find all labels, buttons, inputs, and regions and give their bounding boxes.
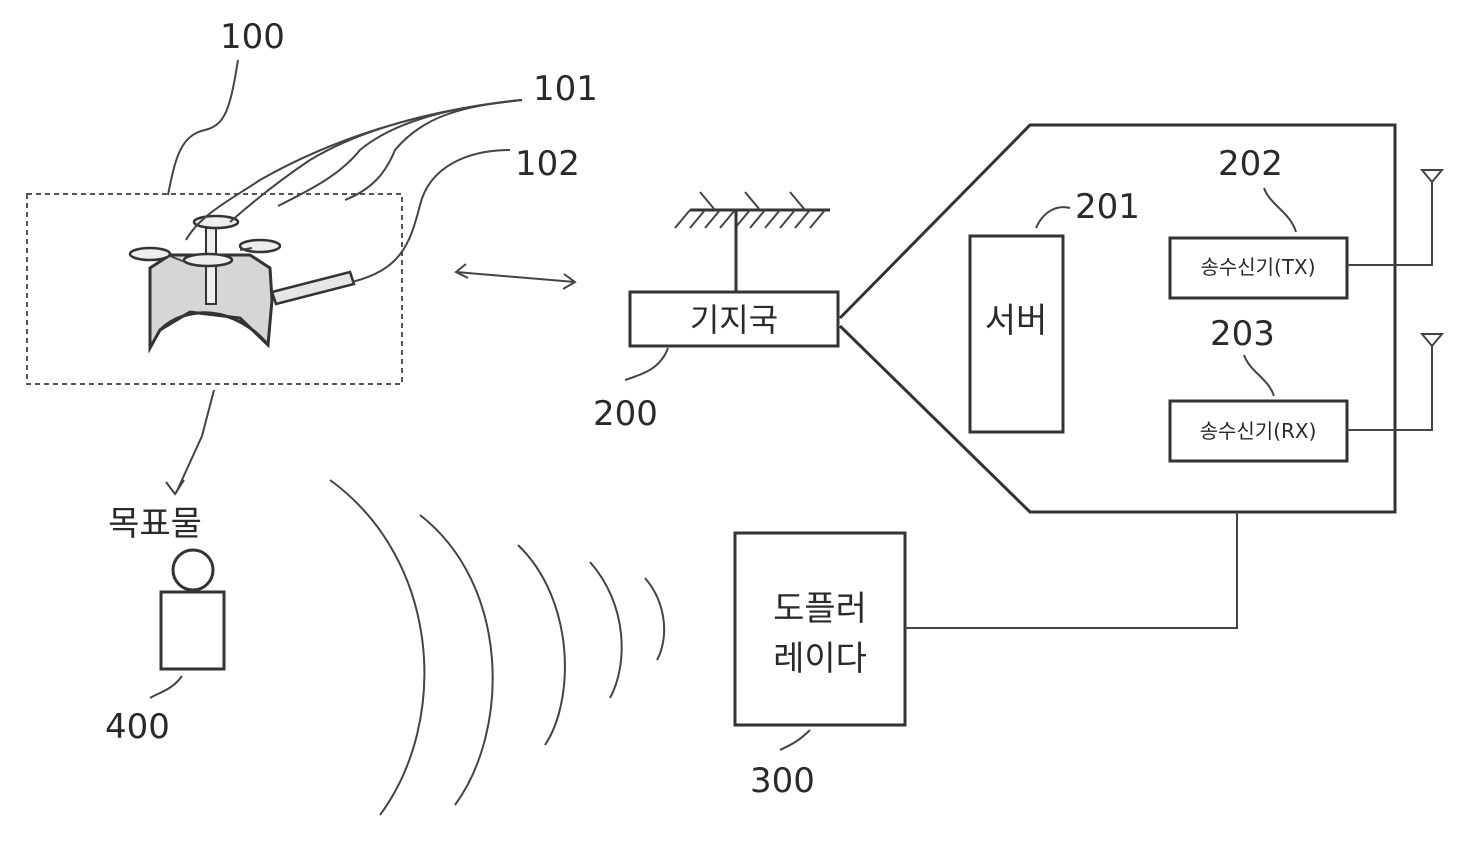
doppler-radar-label-line2: 레이다 bbox=[773, 639, 867, 679]
ref-102: 102 bbox=[515, 144, 580, 184]
target-figure: 목표물 bbox=[108, 504, 226, 699]
radar-waves bbox=[329, 479, 666, 816]
server-label: 서버 bbox=[985, 301, 1048, 341]
bidirectional-arrow bbox=[454, 263, 577, 290]
server-box bbox=[968, 234, 1065, 434]
drone-arm bbox=[270, 270, 356, 306]
doppler-radar: 도플러 레이다 bbox=[733, 512, 1238, 751]
target-body bbox=[159, 590, 226, 671]
drone-illustration bbox=[26, 193, 403, 385]
doppler-radar-label-line1: 도플러 bbox=[773, 589, 867, 629]
radar-server-link bbox=[905, 512, 1238, 629]
ref-300: 300 bbox=[750, 761, 815, 801]
target-label: 목표물 bbox=[108, 504, 202, 544]
ref-200: 200 bbox=[593, 394, 658, 434]
leader-lines-drone bbox=[165, 59, 523, 496]
transceiver-tx-box bbox=[1168, 236, 1349, 300]
propeller-group bbox=[128, 214, 282, 268]
antenna-rx-line bbox=[1347, 344, 1433, 431]
ref-100: 100 bbox=[220, 17, 285, 57]
base-station-antenna-hatch bbox=[674, 191, 826, 229]
base-station-label: 기지국 bbox=[690, 301, 778, 339]
base-station-box bbox=[628, 290, 840, 348]
transceiver-tx-label: 송수신기(TX) bbox=[1200, 255, 1315, 279]
transceiver-rx-box bbox=[1168, 399, 1349, 463]
drone-body-inner bbox=[158, 311, 270, 346]
propeller-center bbox=[182, 252, 234, 268]
ref-202: 202 bbox=[1218, 144, 1283, 184]
ref-201: 201 bbox=[1075, 187, 1140, 227]
doppler-radar-box bbox=[733, 531, 907, 727]
propeller-top bbox=[192, 214, 240, 230]
base-station: 기지국 bbox=[624, 191, 840, 381]
antenna-tx-line bbox=[1347, 180, 1433, 266]
drone-dashed-frame bbox=[26, 193, 403, 385]
antenna-rx-icon bbox=[1419, 333, 1445, 348]
transceiver-rx-label: 송수신기(RX) bbox=[1200, 419, 1317, 443]
propeller-right bbox=[238, 238, 282, 254]
ref-203: 203 bbox=[1210, 314, 1275, 354]
target-head bbox=[171, 548, 215, 592]
antenna-tx-icon bbox=[1419, 169, 1445, 184]
ref-400: 400 bbox=[105, 707, 170, 747]
propeller-left bbox=[128, 246, 172, 262]
ref-101: 101 bbox=[533, 69, 598, 109]
server-enclosure: 서버 송수신기(TX) 송수신기(RX) bbox=[838, 123, 1445, 514]
